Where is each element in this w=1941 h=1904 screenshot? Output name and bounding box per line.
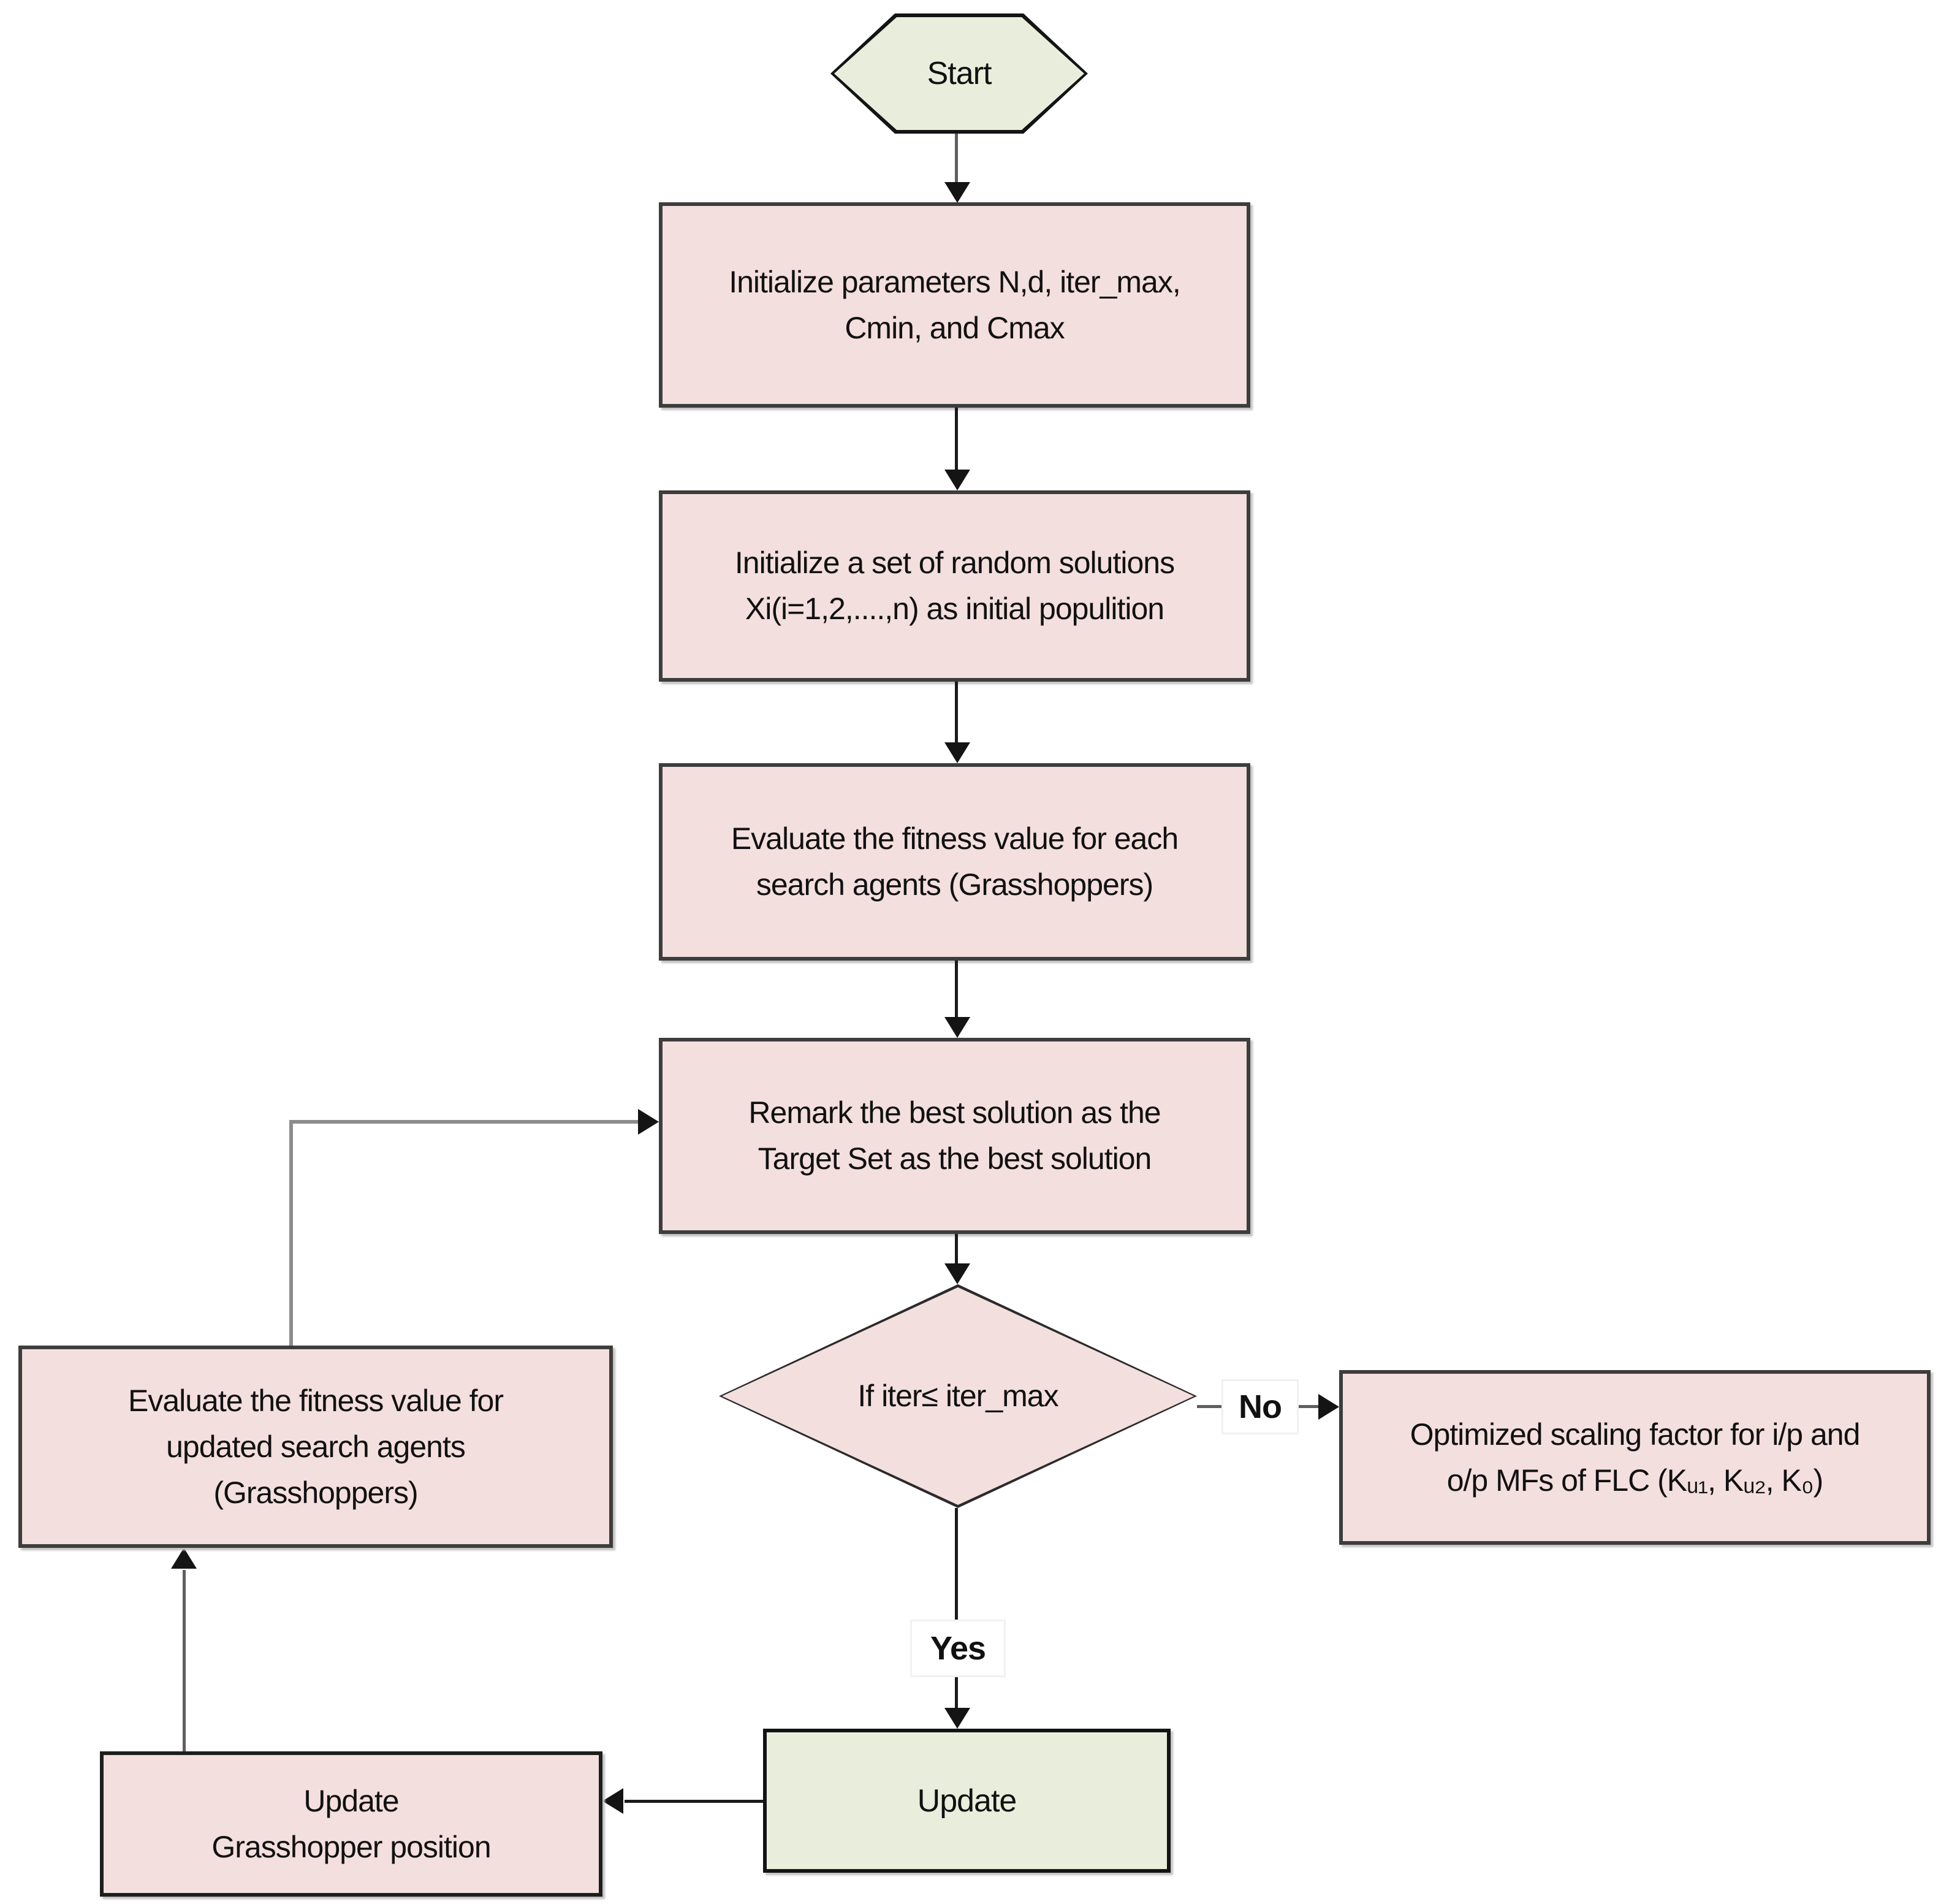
node-update-position: Update Grasshopper position [100, 1751, 602, 1897]
evaluate-each-label: Evaluate the fitness value for each sear… [731, 821, 1179, 902]
connector-evaluate-each-to-remark-best [955, 961, 958, 1018]
connector-start-to-init-params [955, 134, 958, 184]
edge-label-yes: Yes [912, 1621, 1004, 1675]
node-remark-best: Remark the best solution as the Target S… [659, 1038, 1250, 1234]
arrowhead-evaluate-each-to-remark-best [944, 1017, 970, 1038]
node-init-population: Initialize a set of random solutions Xi(… [659, 490, 1250, 682]
edge-label-no: No [1223, 1381, 1297, 1433]
arrowhead-init-params-to-init-population [944, 470, 970, 490]
arrowhead-remark-best-to-decision [944, 1263, 970, 1284]
arrowhead-yes-branch [944, 1708, 970, 1729]
arrowhead-update-to-update-position [602, 1788, 623, 1814]
connector-update-position-to-evaluate-updated [183, 1570, 186, 1751]
update-position-label: Update Grasshopper position [211, 1783, 491, 1864]
connector-update-to-update-position [625, 1800, 763, 1803]
connector-feedback-vertical [289, 1122, 293, 1346]
init-params-label: Initialize parameters N,d, iter_max, Cmi… [729, 264, 1181, 345]
arrowhead-feedback-to-remark-best [638, 1109, 659, 1135]
connector-init-params-to-init-population [955, 408, 958, 471]
node-start: Start [830, 13, 1088, 134]
node-evaluate-each: Evaluate the fitness value for each sear… [659, 763, 1250, 961]
optimized-output-label: Optimized scaling factor for i/p and o/p… [1410, 1417, 1861, 1498]
start-hexagon-fill: Start [834, 17, 1084, 130]
node-evaluate-updated: Evaluate the fitness value for updated s… [18, 1346, 613, 1548]
remark-best-label: Remark the best solution as the Target S… [748, 1095, 1161, 1176]
arrowhead-start-to-init-params [944, 182, 970, 203]
iteration-check-label: If iter≤ iter_max [857, 1379, 1058, 1413]
decision-diamond-fill: If iter≤ iter_max [722, 1287, 1194, 1505]
evaluate-updated-label: Evaluate the fitness value for updated s… [127, 1383, 504, 1510]
connector-feedback-horizontal [289, 1120, 638, 1124]
node-optimized-output: Optimized scaling factor for i/p and o/p… [1339, 1370, 1931, 1545]
node-init-params: Initialize parameters N,d, iter_max, Cmi… [659, 202, 1250, 408]
arrowhead-init-population-to-evaluate-each [944, 742, 970, 763]
connector-init-population-to-evaluate-each [955, 682, 958, 744]
node-iteration-check: If iter≤ iter_max [719, 1284, 1197, 1508]
connector-yes-branch [955, 1508, 958, 1708]
arrowhead-update-position-to-evaluate-updated [171, 1548, 197, 1569]
connector-remark-best-to-decision [955, 1234, 958, 1265]
start-label: Start [927, 56, 992, 91]
node-update: Update [763, 1729, 1171, 1873]
update-label: Update [917, 1783, 1017, 1819]
arrowhead-no-branch [1318, 1394, 1339, 1420]
init-population-label: Initialize a set of random solutions Xi(… [734, 546, 1175, 626]
